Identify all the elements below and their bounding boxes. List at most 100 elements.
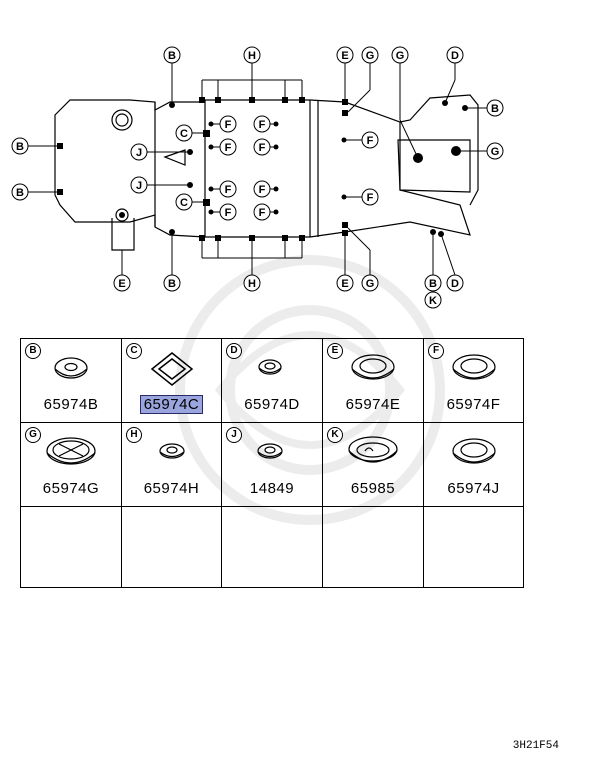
- callout-bottom-k: K: [424, 291, 442, 309]
- callout-inner-f4: F: [219, 203, 237, 221]
- callout-inner-f8: F: [253, 203, 271, 221]
- svg-text:B: B: [16, 187, 24, 199]
- svg-text:F: F: [259, 119, 266, 131]
- svg-text:H: H: [248, 50, 256, 62]
- callout-top-b: B: [163, 46, 181, 64]
- part-number: 65974E: [345, 396, 401, 413]
- callout-top-g2: G: [391, 46, 409, 64]
- part-cell-h[interactable]: H 65974H: [122, 423, 222, 507]
- callout-inner-f6: F: [253, 138, 271, 156]
- empty-cell: [424, 507, 523, 587]
- svg-text:B: B: [491, 103, 499, 115]
- svg-text:B: B: [168, 50, 176, 62]
- part-cell-d[interactable]: D 65974D: [222, 339, 323, 423]
- callout-top-e: E: [336, 46, 354, 64]
- square-grommet-icon: [150, 352, 194, 386]
- svg-text:B: B: [168, 278, 176, 290]
- svg-text:F: F: [259, 142, 266, 154]
- empty-cell: [21, 507, 122, 587]
- figure-code: 3H21F54: [512, 740, 559, 752]
- svg-text:F: F: [367, 135, 374, 147]
- callout-inner-f1: F: [219, 115, 237, 133]
- svg-text:E: E: [118, 278, 125, 290]
- part-number: 65974B: [43, 396, 99, 413]
- callout-inner-j2: J: [130, 176, 148, 194]
- part-cell-f[interactable]: F 65974F: [424, 339, 523, 423]
- part-cell-k[interactable]: K 65985: [323, 423, 424, 507]
- callout-inner-f3: F: [219, 180, 237, 198]
- callout-bottom-g: G: [361, 274, 379, 292]
- svg-text:J: J: [136, 180, 142, 192]
- svg-text:H: H: [248, 278, 256, 290]
- part-number: 65974F: [446, 396, 501, 413]
- part-cell-c[interactable]: C 65974C: [122, 339, 222, 423]
- part-letter: K: [327, 427, 343, 443]
- svg-text:G: G: [366, 278, 375, 290]
- callout-bottom-b1: B: [163, 274, 181, 292]
- svg-text:C: C: [180, 197, 188, 209]
- large-grommet-icon: [452, 354, 496, 380]
- svg-text:B: B: [16, 141, 24, 153]
- svg-text:G: G: [396, 50, 405, 62]
- callout-inner-f2: F: [219, 138, 237, 156]
- small-grommet-icon: [257, 443, 283, 459]
- part-letter: D: [226, 343, 242, 359]
- part-cell-e[interactable]: E 65974E: [323, 339, 424, 423]
- floor-diagram: B H E G G D B G B B C J J C F F F F F F …: [11, 46, 504, 309]
- part-cell-g[interactable]: G 65974G: [21, 423, 122, 507]
- svg-text:F: F: [225, 142, 232, 154]
- svg-text:F: F: [367, 192, 374, 204]
- callout-top-d: D: [446, 46, 464, 64]
- callout-right-g: G: [486, 142, 504, 160]
- small-grommet-icon: [159, 443, 185, 459]
- round-grommet-icon: [54, 357, 88, 379]
- part-cell-j[interactable]: J 14849: [222, 423, 323, 507]
- svg-text:G: G: [491, 146, 500, 158]
- callout-right-b: B: [486, 99, 504, 117]
- part-letter: G: [25, 427, 41, 443]
- watermark-emblem: [175, 255, 445, 525]
- empty-cell: [222, 507, 323, 587]
- callout-left-b2: B: [11, 183, 29, 201]
- large-grommet-icon: [452, 438, 496, 464]
- empty-cell: [122, 507, 222, 587]
- callout-inner-c1: C: [175, 124, 193, 142]
- callout-left-b1: B: [11, 137, 29, 155]
- part-number: 65974D: [244, 396, 300, 413]
- part-number-highlighted: 65974C: [122, 395, 221, 414]
- part-cell-b[interactable]: B 65974B: [21, 339, 122, 423]
- callout-inner-f5: F: [253, 115, 271, 133]
- callout-top-h: H: [243, 46, 261, 64]
- callout-inner-f7: F: [253, 180, 271, 198]
- callout-inner-f9: F: [361, 131, 379, 149]
- callout-bottom-d: D: [446, 274, 464, 292]
- parts-table: B 65974B C 65974C D 65974D E 65974E F 65…: [20, 338, 524, 588]
- part-number: 65985: [350, 480, 396, 497]
- svg-text:D: D: [451, 278, 459, 290]
- part-cell-j2[interactable]: 65974J: [424, 423, 523, 507]
- callout-inner-f10: F: [361, 188, 379, 206]
- svg-text:D: D: [451, 50, 459, 62]
- svg-text:F: F: [225, 119, 232, 131]
- svg-text:B: B: [429, 278, 437, 290]
- svg-text:E: E: [341, 278, 348, 290]
- large-grommet-icon: [351, 354, 395, 380]
- svg-text:F: F: [225, 184, 232, 196]
- part-number: 65974G: [42, 480, 100, 497]
- part-letter: J: [226, 427, 242, 443]
- svg-text:J: J: [136, 147, 142, 159]
- callout-bottom-e1: E: [113, 274, 131, 292]
- callout-bottom-b2: B: [424, 274, 442, 292]
- part-letter: C: [126, 343, 142, 359]
- part-number: 14849: [249, 480, 295, 497]
- callout-bottom-e2: E: [336, 274, 354, 292]
- part-letter: H: [126, 427, 142, 443]
- callout-top-g1: G: [361, 46, 379, 64]
- empty-cell: [323, 507, 424, 587]
- svg-text:E: E: [341, 50, 348, 62]
- callout-bottom-h: H: [243, 274, 261, 292]
- part-number: 65974J: [447, 480, 500, 497]
- svg-text:F: F: [225, 207, 232, 219]
- part-letter: F: [428, 343, 444, 359]
- svg-text:G: G: [366, 50, 375, 62]
